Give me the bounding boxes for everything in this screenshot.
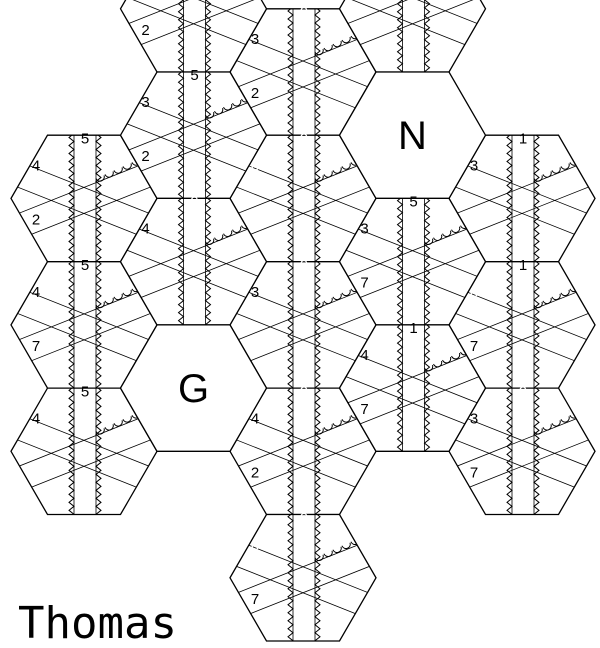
stripe-number: 9 xyxy=(300,257,308,274)
stripe-number: 8 xyxy=(251,537,259,554)
stripe-number: 5 xyxy=(81,383,89,400)
stripe-number: 2 xyxy=(251,85,259,102)
signature-text: Thomas xyxy=(18,598,177,648)
stripe-number: 5 xyxy=(409,194,417,211)
stripe-number: 3 xyxy=(360,221,368,238)
stripe-number: 6 xyxy=(251,211,259,228)
stripe-number: 6 xyxy=(251,338,259,355)
stripe-number: 4 xyxy=(32,157,40,174)
stripe-number: 1 xyxy=(519,130,527,147)
stripe-number: 9 xyxy=(190,194,198,211)
stripe-number: 5 xyxy=(190,67,198,84)
stripe-number: 7 xyxy=(360,401,368,418)
stripe-number: 9 xyxy=(300,383,308,400)
stripe-number: 3 xyxy=(141,94,149,111)
stripe-number: 2 xyxy=(32,211,40,228)
hex-letter: N xyxy=(398,114,427,158)
stripe-number: 2 xyxy=(251,464,259,481)
stripe-number: 2 xyxy=(141,22,149,39)
stripe-number: 6 xyxy=(470,211,478,228)
stripe-number: 9 xyxy=(519,383,527,400)
stripe-number: 7 xyxy=(470,464,478,481)
stripe-number: 9 xyxy=(300,4,308,21)
stripe-number: 1 xyxy=(409,320,417,337)
stripe-number: 4 xyxy=(360,347,368,364)
stripe-number: 9 xyxy=(300,510,308,527)
stripe-number: 1 xyxy=(519,257,527,274)
hex-outline xyxy=(230,515,376,642)
stripe-number: 4 xyxy=(141,221,149,238)
stripe-number: 5 xyxy=(81,130,89,147)
stripe-number: 6 xyxy=(141,275,149,292)
stripe-number: 7 xyxy=(32,338,40,355)
stripe-number: 6 xyxy=(360,22,368,39)
stripe-number: 2 xyxy=(141,148,149,165)
stripe-number: 7 xyxy=(251,591,259,608)
stripe-number: 6 xyxy=(32,464,40,481)
hex-letter: G xyxy=(178,367,209,411)
stripe-number: 7 xyxy=(470,338,478,355)
tile-layer: 932582536986136542532N936187547946537942… xyxy=(11,0,595,648)
stripe-number: 4 xyxy=(32,410,40,427)
stripe-number: 5 xyxy=(81,257,89,274)
stripe-number: 9 xyxy=(300,130,308,147)
hex-tile[interactable]: 9 8 7 xyxy=(230,505,376,648)
stripe-number: 4 xyxy=(32,284,40,301)
stripe-number: 7 xyxy=(360,275,368,292)
